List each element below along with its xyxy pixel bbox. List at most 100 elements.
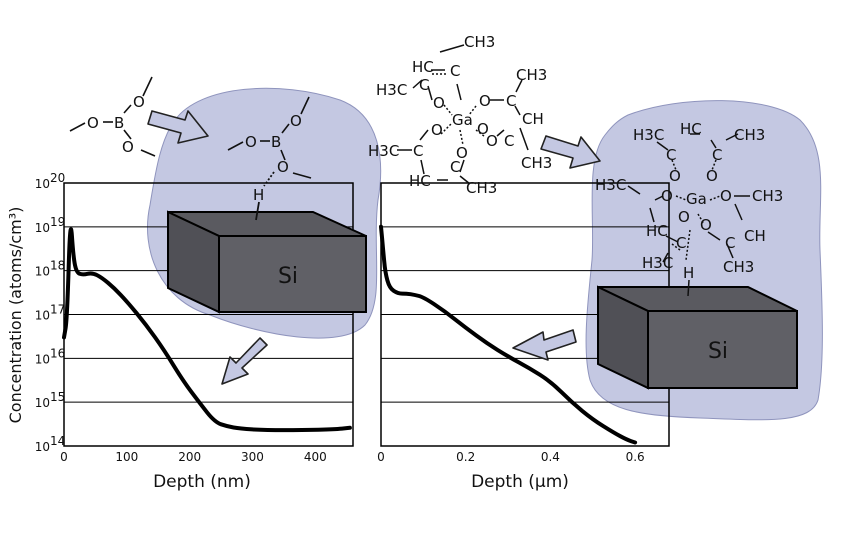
ga-ads-label-12: O <box>700 216 712 234</box>
ga-free-label-19: HC <box>409 172 431 190</box>
ga-ads-label-4: C <box>666 146 676 164</box>
ga-free-label-7: O <box>479 92 491 110</box>
ga-free-label-14: H3C <box>368 142 399 160</box>
y-tick-label: 10 <box>35 177 50 191</box>
ga-free-label-15: C <box>413 142 423 160</box>
arrow-adsorb-left <box>147 110 209 144</box>
right-x-tick-labels: 0 0.2 0.4 0.6 <box>377 450 644 464</box>
trimethyl-borate-free: O B O O <box>69 76 156 157</box>
y-tick-exponent: 20 <box>50 171 65 185</box>
arrow-diffuse-right <box>512 329 577 361</box>
y-tick-exponent: 17 <box>50 303 65 317</box>
right-x-axis-title: Depth (μm) <box>471 472 569 492</box>
left-si-block: Si <box>167 210 367 314</box>
left-x-tick-labels: 0 100 200 300 400 <box>60 450 327 464</box>
ga-acac-adsorbed: H3C HC CH3 C C O O O Ga O O O H3C CH3 HC… <box>595 120 783 297</box>
x-tick-label: 100 <box>115 450 138 464</box>
ga-free-label-3: H3C <box>376 81 407 99</box>
x-tick-label: 300 <box>241 450 264 464</box>
right-series-line <box>379 224 638 445</box>
ga-free-label-18: C <box>504 132 514 150</box>
adsorbed-borate-atom-o1: O <box>245 133 257 151</box>
ga-free-label-12: CH <box>522 110 544 128</box>
y-tick-exponent: 14 <box>50 434 65 448</box>
free-borate-atom-o1: O <box>87 114 99 132</box>
ga-ads-label-9: Ga <box>686 190 707 208</box>
left-si-label: Si <box>278 264 298 289</box>
right-si-front-face <box>647 310 798 389</box>
y-tick-exponent: 18 <box>50 259 65 273</box>
adsorbed-borate-hydrogen: H <box>253 186 264 204</box>
x-tick-label: 0 <box>60 450 68 464</box>
x-tick-label: 200 <box>178 450 201 464</box>
x-tick-label: 0 <box>377 450 385 464</box>
ga-ads-label-13: H3C <box>595 176 626 194</box>
y-tick-exponent: 19 <box>50 215 65 229</box>
ga-free-label-9: O <box>431 121 443 139</box>
ga-ads-label-6: O <box>669 167 681 185</box>
ga-ads-label-16: CH <box>744 227 766 245</box>
ga-ads-hydrogen: H <box>683 264 694 282</box>
ga-free-label-1: CH3 <box>464 33 495 51</box>
ga-free-label-11: C <box>506 92 516 110</box>
y-tick-label: 10 <box>35 352 50 366</box>
ga-ads-label-20: C <box>725 234 735 252</box>
free-borate-atom-o3: O <box>122 138 134 156</box>
ga-free-label-4: C <box>419 76 429 94</box>
x-tick-label: 0.6 <box>626 450 645 464</box>
trimethyl-borate-adsorbed: O B O O H <box>227 96 312 221</box>
y-tick-label: 10 <box>35 396 50 410</box>
y-tick-label: 10 <box>35 265 50 279</box>
y-tick-label: 10 <box>35 309 50 323</box>
ga-ads-label-17: H3C <box>642 254 673 272</box>
y-axis-title: Concentration (atoms/cm³) <box>6 207 25 424</box>
ga-ads-label-7: O <box>706 167 718 185</box>
arrows <box>147 110 601 385</box>
adsorbed-borate-atom-o3: O <box>277 158 289 176</box>
left-si-front-face <box>218 235 367 313</box>
ga-ads-label-19: C <box>676 234 686 252</box>
left-x-axis-title: Depth (nm) <box>153 472 251 492</box>
ga-ads-label-1: H3C <box>633 126 664 144</box>
ga-ads-label-15: HC <box>646 222 668 240</box>
ga-ads-label-18: CH3 <box>723 258 754 276</box>
ga-ads-label-8: O <box>661 187 673 205</box>
ga-free-label-10: O <box>477 120 489 138</box>
ga-free-label-6: O <box>433 94 445 112</box>
ga-ads-label-5: C <box>712 146 722 164</box>
ga-free-label-22: CH3 <box>521 154 552 172</box>
right-si-block: Si <box>597 285 798 390</box>
ga-ads-label-10: O <box>720 187 732 205</box>
free-borate-atom-o2: O <box>133 93 145 111</box>
ga-free-label-16: O <box>456 144 468 162</box>
y-tick-label: 10 <box>35 221 50 235</box>
ga-ads-label-2: HC <box>680 120 702 138</box>
ga-free-label-13: CH3 <box>516 66 547 84</box>
ga-free-label-20: C <box>450 158 460 176</box>
right-si-label: Si <box>708 339 728 364</box>
ga-ads-label-14: CH3 <box>752 187 783 205</box>
ga-free-label-21: CH3 <box>466 179 497 197</box>
x-tick-label: 0.2 <box>456 450 475 464</box>
left-series-line <box>62 227 352 433</box>
x-tick-label: 0.4 <box>541 450 560 464</box>
y-tick-exponent: 15 <box>50 390 65 404</box>
ga-free-label-2: HC <box>412 58 434 76</box>
free-borate-atom-b: B <box>114 114 124 132</box>
ga-free-label-17: O <box>486 132 498 150</box>
adsorbed-borate-atom-o2: O <box>290 112 302 130</box>
ga-ads-label-3: CH3 <box>734 126 765 144</box>
adsorbed-borate-atom-b: B <box>271 133 281 151</box>
x-tick-label: 400 <box>304 450 327 464</box>
y-tick-label: 10 <box>35 440 50 454</box>
arrow-diffuse-left <box>221 337 268 385</box>
ga-free-label-8: Ga <box>452 111 473 129</box>
y-tick-exponent: 16 <box>50 346 65 360</box>
ga-acac-free: CH3 HC H3C C C O O Ga O O C CH CH3 H3C C… <box>368 33 552 197</box>
arrow-adsorb-right <box>540 135 601 169</box>
ga-free-label-5: C <box>450 62 460 80</box>
ga-ads-label-11: O <box>678 208 690 226</box>
